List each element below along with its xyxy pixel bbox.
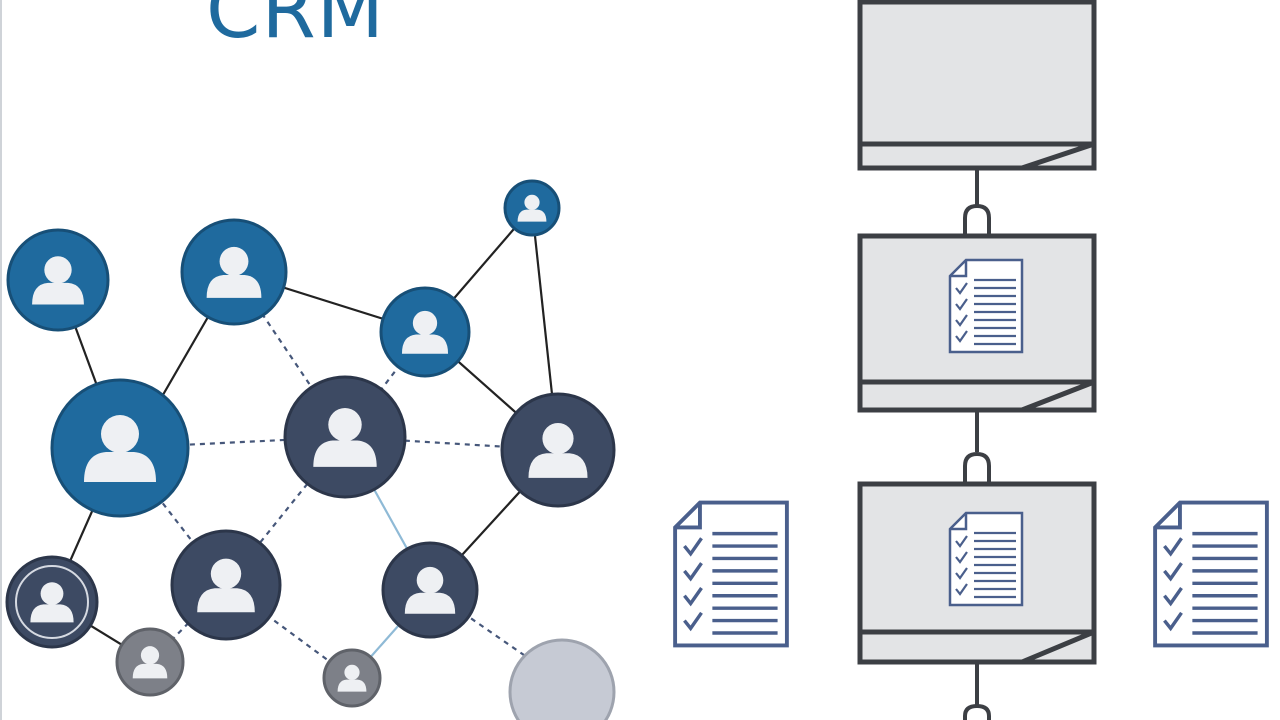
checklist-document-icon <box>948 511 1024 607</box>
link-connector <box>963 703 991 720</box>
process-flow <box>675 0 1267 720</box>
person-node <box>180 218 288 326</box>
person-node <box>5 555 99 649</box>
person-node <box>381 541 479 639</box>
person-node <box>115 627 185 697</box>
person-node <box>283 375 407 499</box>
page-title: CRM <box>206 0 385 56</box>
person-node <box>322 648 382 708</box>
link-connector <box>963 451 991 484</box>
person-node-partial <box>508 638 616 720</box>
edge-dashed <box>119 435 346 450</box>
checklist-document-icon <box>1155 503 1267 646</box>
process-panel <box>857 0 1097 171</box>
person-node <box>50 378 190 518</box>
left-edge-divider <box>0 0 2 720</box>
person-node <box>170 529 282 641</box>
link-connector <box>963 203 991 236</box>
network-nodes <box>5 179 616 720</box>
person-node <box>6 228 110 332</box>
checklist-document-icon <box>948 258 1024 354</box>
process-panel <box>857 233 1097 413</box>
process-panel <box>857 481 1097 665</box>
person-node <box>503 179 561 237</box>
person-node <box>500 392 616 508</box>
checklist-document-icon <box>675 503 787 646</box>
person-node <box>379 286 471 378</box>
